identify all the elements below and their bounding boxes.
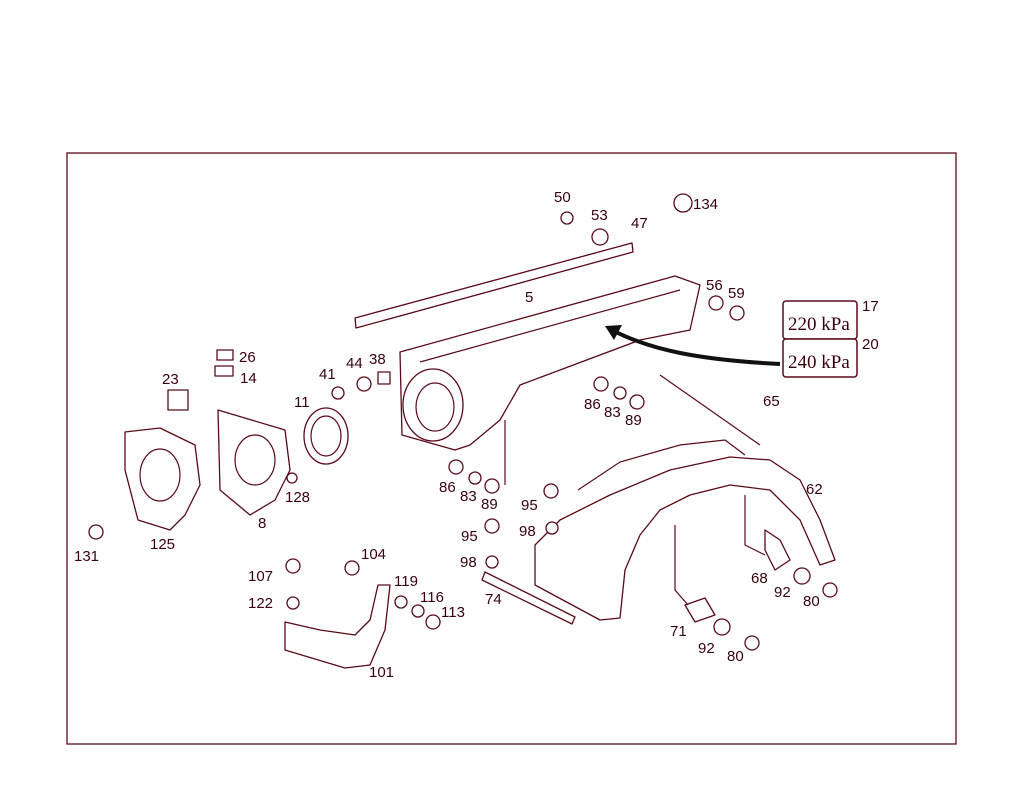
callout-label: 41 [319,366,336,383]
part-wheel-arch [504,374,836,621]
callout-label: 98 [460,554,477,571]
callout-label: 119 [394,573,418,590]
callout-label: 101 [369,664,394,681]
part-headlamp-bezel [124,427,201,531]
callout-label: 38 [369,351,386,368]
part-ring [303,407,349,465]
callout-label: 95 [461,528,478,545]
callout-label: 65 [763,393,780,410]
callout-label: 92 [774,584,791,601]
callout-label: 83 [604,404,621,421]
pointer-arrow [611,328,781,366]
part-bracket-68 [744,495,791,571]
callout-label: 98 [519,523,536,540]
callout-label: 116 [420,589,444,606]
pointer-arrowhead [605,325,622,340]
pressure-plate-17: 220 kPa [782,300,858,340]
callout-label: 47 [631,215,648,232]
callout-label: 89 [481,496,498,513]
part-rail [481,571,576,625]
part-fender-upper [399,275,701,451]
callout-label: 113 [441,604,465,621]
part-bracket-plate [217,409,291,516]
pressure-plate-20: 240 kPa [782,338,858,378]
callout-label: 86 [439,479,456,496]
callout-label: 26 [239,349,256,366]
callout-label: 74 [485,591,502,608]
callout-label: 95 [521,497,538,514]
callout-label: 62 [806,481,823,498]
part-strip [354,242,634,329]
callout-label: 86 [584,396,601,413]
callout-label: 17 [862,298,879,315]
callout-label: 80 [803,593,820,610]
callout-label: 53 [591,207,608,224]
callout-labels: 50 53 47 134 5 56 59 17 20 26 14 23 41 4… [74,189,879,681]
callout-label: 128 [285,489,310,506]
callout-label: 5 [525,289,533,306]
callout-label: 59 [728,285,745,302]
callout-label: 122 [248,595,273,612]
callout-label: 107 [248,568,273,585]
callout-label: 14 [240,370,257,387]
callout-label: 68 [751,570,768,587]
callout-label: 56 [706,277,723,294]
plate-text: 220 kPa [788,314,850,335]
callout-label: 23 [162,371,179,388]
callout-label: 11 [294,394,310,411]
part-bracket-71 [674,525,716,623]
callout-label: 134 [693,196,718,213]
part-mud-flap [284,584,391,669]
callout-label: 89 [625,412,642,429]
callout-label: 131 [74,548,99,565]
callout-label: 50 [554,189,571,206]
callout-label: 125 [150,536,175,553]
plate-text: 240 kPa [788,352,850,373]
callout-label: 92 [698,640,715,657]
callout-label: 44 [346,355,363,372]
callout-label: 104 [361,546,386,563]
callout-label: 8 [258,515,266,532]
diagram-frame [66,152,957,745]
callout-label: 20 [862,336,879,353]
callout-label: 80 [727,648,744,665]
fasteners [88,193,838,651]
callout-label: 83 [460,488,477,505]
callout-label: 71 [670,623,687,640]
